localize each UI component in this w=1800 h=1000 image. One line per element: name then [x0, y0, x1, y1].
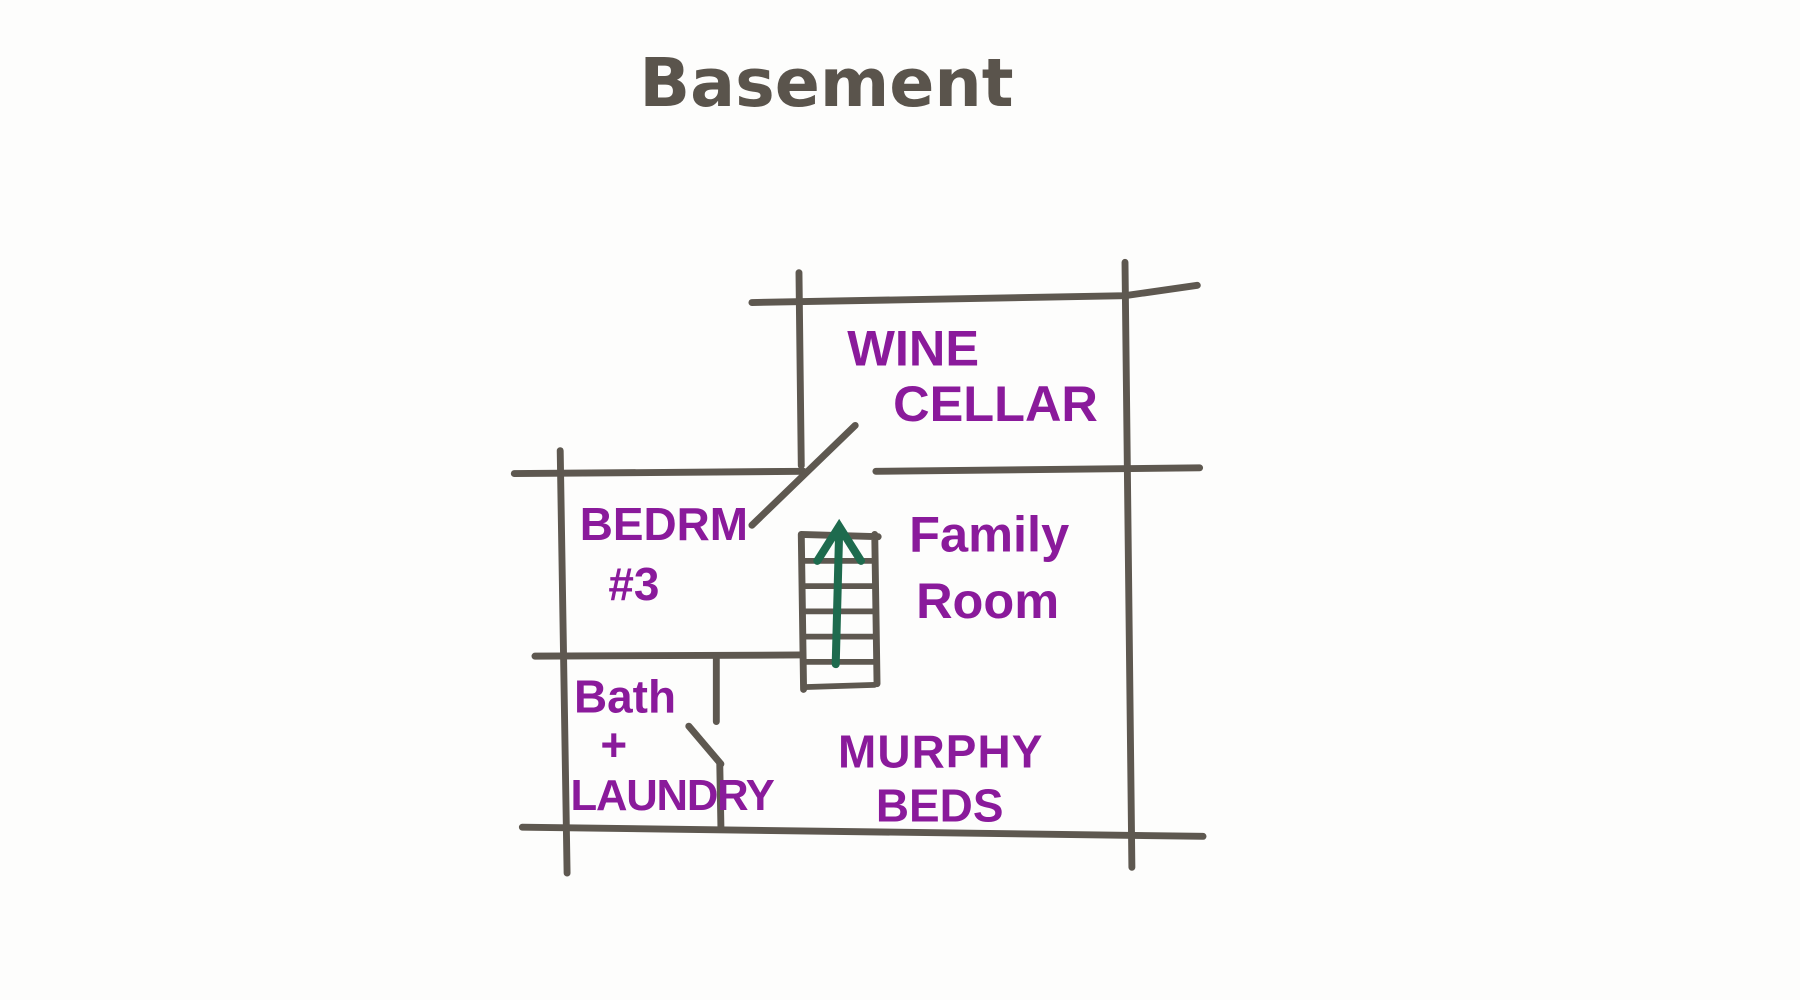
walls	[510, 258, 1207, 877]
room-labels: WINE CELLAR BEDRM #3 Family Room Bath + …	[571, 320, 1098, 832]
wine-cellar-door	[748, 421, 859, 529]
bottom-wall	[518, 823, 1207, 840]
bedroom-number-label: #3	[608, 558, 659, 610]
bath-plus-label: +	[600, 719, 627, 771]
right-wall	[1121, 258, 1136, 871]
family-room-label: Family	[909, 506, 1069, 563]
left-wall	[556, 447, 571, 877]
top-wall	[748, 281, 1201, 306]
bath-label: Bath	[574, 670, 676, 722]
wine-cellar-left-wall	[795, 269, 805, 470]
wine-cellar-bottom-wall	[872, 464, 1204, 475]
bedroom-bottom-wall	[531, 651, 804, 660]
bath-door	[685, 722, 725, 768]
stair-up-arrow-icon	[813, 518, 865, 669]
wine-cellar-label: WINE	[847, 320, 979, 377]
wine-cellar-label-2: CELLAR	[893, 375, 1098, 432]
murphy-beds-label: MURPHY	[838, 725, 1042, 777]
family-room-label-2: Room	[916, 572, 1059, 629]
murphy-beds-label-2: BEDS	[876, 779, 1004, 831]
plan-title: Basement	[639, 44, 1013, 122]
bath-wall-lower	[716, 760, 725, 831]
laundry-label: LAUNDRY	[571, 772, 775, 820]
stairs	[797, 518, 882, 693]
bedroom-label: BEDRM	[580, 498, 748, 550]
